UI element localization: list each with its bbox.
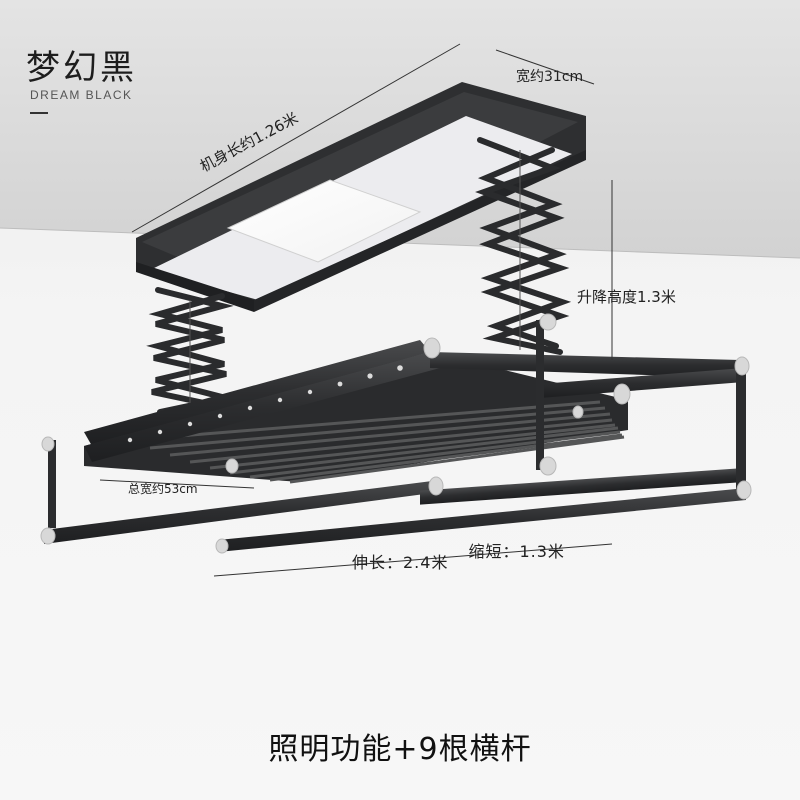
scissor-lift-left: [146, 287, 234, 415]
feature-caption: 照明功能+9根横杆: [268, 732, 532, 767]
dimension-shrink-label: 缩短：1.3米: [468, 542, 565, 561]
title-divider: [30, 112, 48, 114]
page-subtitle: DREAM BLACK: [30, 88, 133, 102]
ceiling-housing: [136, 82, 586, 312]
end-caps: [40, 313, 752, 554]
dimension-total-width-label: 总宽约53cm: [128, 482, 198, 496]
scissor-lift-right: [475, 137, 572, 355]
dimension-lift-label: 升降高度1.3米: [577, 288, 676, 306]
rack-frame: [84, 340, 628, 484]
lamp-panel: [226, 179, 422, 263]
dimension-lines: [99, 43, 613, 577]
telescopic-rods: [44, 320, 746, 552]
page-title: 梦幻黑: [26, 48, 137, 88]
dimension-extend-label: 伸长：2.4米: [352, 553, 449, 572]
dimension-width-label: 宽约31cm: [516, 69, 584, 85]
